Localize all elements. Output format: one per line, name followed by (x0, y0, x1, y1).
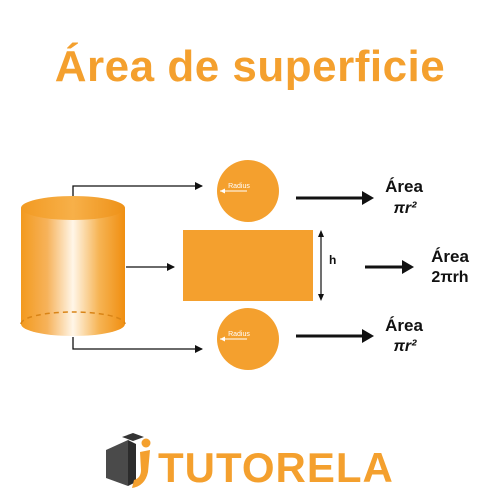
area-labels: Área πr² Área 2πrh Área πr² (385, 177, 469, 355)
middle-area-word: Área (431, 247, 469, 266)
bottom-area-formula: πr² (394, 338, 418, 355)
cylinder-connectors (72, 182, 203, 353)
height-arrow-up (318, 230, 324, 237)
height-arrow-down (318, 294, 324, 301)
lateral-rectangle (183, 230, 313, 301)
cylinder-top-face (21, 196, 125, 220)
top-radius-label: Radius (228, 183, 250, 190)
top-radius-arrow (220, 188, 225, 194)
bottom-radius-label: Radius (228, 331, 250, 338)
bottom-area-word: Área (385, 316, 423, 335)
result-arrows (296, 191, 414, 343)
bottom-circle: Radius (217, 308, 279, 370)
middle-area-formula: 2πrh (431, 269, 468, 286)
top-circle: Radius (217, 160, 279, 222)
cylinder (20, 196, 126, 336)
height-indicator: h (318, 230, 336, 301)
top-area-word: Área (385, 177, 423, 196)
top-area-formula: πr² (394, 200, 418, 217)
brand-name: TUTORELA (158, 444, 394, 491)
bottom-connector-arrow (72, 337, 203, 353)
page-title: Área de superficie (54, 42, 446, 91)
top-connector-arrow (72, 182, 203, 196)
bottom-radius-arrow (220, 336, 225, 342)
tutorela-logo-icon (106, 433, 151, 488)
height-label: h (329, 253, 336, 267)
